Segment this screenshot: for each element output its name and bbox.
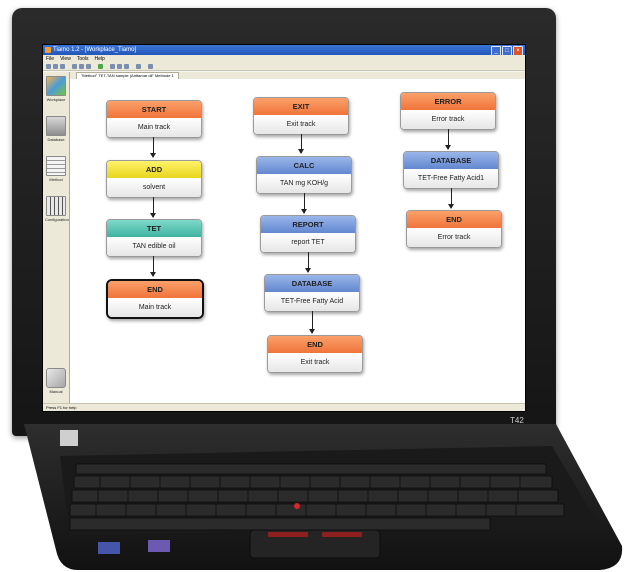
window-title: Tiamo 1.2 - [Workplace_Tiamo] [53,47,137,53]
node-title: END [268,336,362,353]
node-title: EXIT [254,98,348,115]
check-icon[interactable] [98,64,103,69]
node-exit[interactable]: EXIT Exit track [253,97,349,135]
arrow [150,256,156,277]
node-subtitle: Main track [108,298,202,317]
node-subtitle: TAN edible oil [107,237,201,256]
tab-bar: "Method" TET-TAN sample (Antfamar dil" M… [70,72,525,79]
node-title: REPORT [261,216,355,233]
sidebar: Workplace Database Method Configuration … [43,72,70,403]
run-icon[interactable] [148,64,153,69]
node-subtitle: Error track [407,228,501,247]
node-end-exit[interactable]: END Exit track [267,335,363,373]
node-subtitle: solvent [107,178,201,197]
toolbar-separator [143,64,146,69]
node-end-main[interactable]: END Main track [106,279,204,319]
laptop-base [0,420,624,572]
node-database-error[interactable]: DATABASE TET-Free Fatty Acid1 [403,151,499,189]
node-subtitle: TET-Free Fatty Acid1 [404,169,498,188]
node-subtitle: Exit track [268,353,362,372]
node-title: ERROR [401,93,495,110]
node-error[interactable]: ERROR Error track [400,92,496,130]
database-icon [46,116,66,136]
toolbar-separator [105,64,108,69]
grid-icon[interactable] [124,64,129,69]
node-report[interactable]: REPORT report TET [260,215,356,253]
copy-icon[interactable] [79,64,84,69]
menu-help[interactable]: Help [94,56,105,62]
sidebar-item-method[interactable]: Method [45,156,67,182]
menu-view[interactable]: View [60,56,71,62]
screen: Tiamo 1.2 - [Workplace_Tiamo] _ □ × File… [42,44,526,412]
arrow [150,137,156,158]
node-subtitle: TAN mg KOH/g [257,174,351,193]
sidebar-item-workplace[interactable]: Workplace [45,76,67,102]
node-title: END [108,281,202,298]
sidebar-item-manual[interactable]: Manual [45,368,67,394]
sidebar-item-database[interactable]: Database [45,116,67,142]
node-subtitle: report TET [261,233,355,252]
arrow [301,193,307,214]
menu-file[interactable]: File [46,56,55,62]
node-title: TET [107,220,201,237]
window-titlebar: Tiamo 1.2 - [Workplace_Tiamo] _ □ × [43,45,525,56]
app-icon [45,47,51,53]
laptop-lid: Tiamo 1.2 - [Workplace_Tiamo] _ □ × File… [12,8,556,436]
node-calc[interactable]: CALC TAN mg KOH/g [256,156,352,194]
node-title: END [407,211,501,228]
toolbar [43,63,525,71]
properties-icon[interactable] [136,64,141,69]
configuration-icon [46,196,66,216]
method-icon [46,156,66,176]
new-icon[interactable] [46,64,51,69]
node-add[interactable]: ADD solvent [106,160,202,198]
arrow [150,197,156,218]
status-bar: Press F1 for help [43,403,525,411]
workplace-icon [46,76,66,96]
node-title: DATABASE [404,152,498,169]
zoom-in-icon[interactable] [110,64,115,69]
open-icon[interactable] [53,64,58,69]
node-subtitle: Error track [401,110,495,129]
node-end-error[interactable]: END Error track [406,210,502,248]
arrow [445,129,451,150]
node-start[interactable]: START Main track [106,100,202,138]
node-title: START [107,101,201,118]
sidebar-item-label: Workplace [46,97,66,102]
zoom-out-icon[interactable] [117,64,122,69]
sidebar-item-label: Manual [49,389,63,394]
node-subtitle: Exit track [254,115,348,134]
laptop-model-label: T42 [510,416,524,425]
toolbar-separator [131,64,134,69]
arrow [448,188,454,209]
menubar: File View Tools Help [43,55,525,63]
node-subtitle: Main track [107,118,201,137]
node-title: ADD [107,161,201,178]
paste-icon[interactable] [86,64,91,69]
node-title: CALC [257,157,351,174]
save-icon[interactable] [60,64,65,69]
toolbar-separator [93,64,96,69]
node-title: DATABASE [265,275,359,292]
sidebar-item-configuration[interactable]: Configuration [45,196,69,222]
node-tet[interactable]: TET TAN edible oil [106,219,202,257]
node-subtitle: TET-Free Fatty Acid [265,292,359,311]
arrow [305,252,311,273]
menu-tools[interactable]: Tools [76,56,89,62]
sidebar-item-label: Method [49,177,63,182]
arrow [298,134,304,154]
sidebar-item-label: Configuration [45,217,69,222]
print-icon[interactable] [72,64,77,69]
node-database-exit[interactable]: DATABASE TET-Free Fatty Acid [264,274,360,312]
sidebar-item-label: Database [47,137,65,142]
arrow [309,311,315,334]
tab-method[interactable]: "Method" TET-TAN sample (Antfamar dil" M… [76,72,179,79]
manual-icon [46,368,66,388]
toolbar-separator [67,64,70,69]
flow-canvas[interactable]: START Main track ADD solvent TET TAN edi… [70,79,525,403]
keyboard-deck-illustration [24,424,623,570]
